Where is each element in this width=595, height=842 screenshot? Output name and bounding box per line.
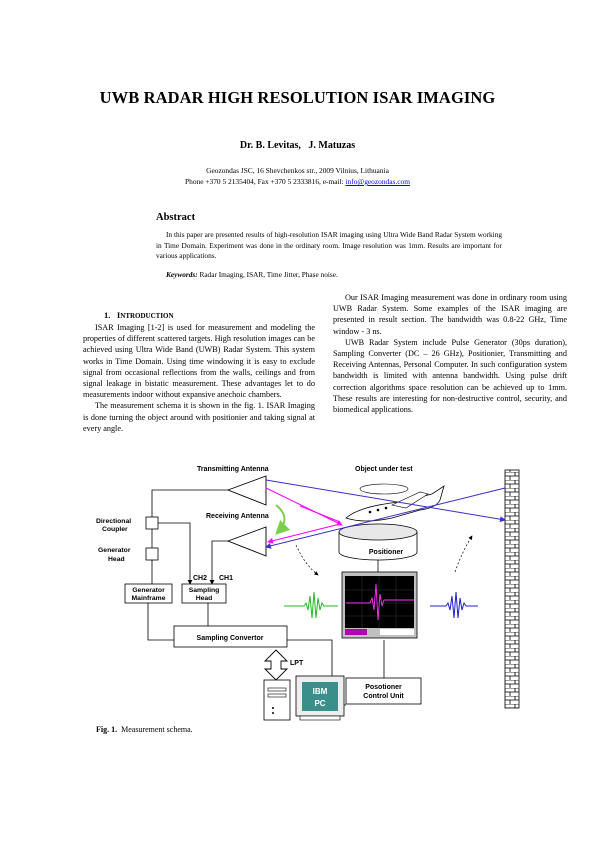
caption-text: Measurement schema. (121, 725, 193, 734)
paper-authors: Dr. B. Levitas, J. Matuzas (239, 140, 356, 151)
keywords: Keywords: Radar Imaging, ISAR, Time Jitt… (166, 270, 338, 279)
tx-antenna-icon (226, 475, 267, 506)
email-link[interactable]: info@geozondas.com (345, 177, 410, 186)
figure-caption: Fig. 1. Measurement schema. (96, 725, 193, 734)
pc-tower-icon (263, 679, 291, 721)
left-column: ISAR Imaging [1-2] is used for measureme… (83, 322, 315, 434)
incident-pulse-wave (284, 591, 338, 619)
directional-coupler-box (145, 516, 159, 530)
affiliation-address: Geozondas JSC, 16 Shevchenkos str., 2009… (206, 166, 389, 175)
right-paragraph-1: Our ISAR Imaging measurement was done in… (333, 293, 567, 336)
keywords-label: Keywords: (166, 270, 198, 279)
positioner-control-unit-box (345, 677, 422, 705)
generator-head-box (145, 547, 159, 561)
right-column: Our ISAR Imaging measurement was done in… (333, 292, 567, 415)
ch1-label: CH1 (219, 575, 233, 582)
tx-beam-line (265, 479, 506, 523)
lpt-arrow-icon (263, 649, 289, 681)
rx-antenna-label: Receiving Antenna (206, 513, 269, 520)
positioner-label: Positioner (369, 549, 404, 556)
brick-wall (504, 469, 520, 709)
generator-mainframe-box (124, 583, 173, 604)
lpt-label: LPT (290, 660, 304, 667)
abstract-text: In this paper are presented results of h… (156, 230, 502, 260)
tx-antenna-label: Transmitting Antenna (197, 466, 269, 473)
sampling-head-label-1: Sampling (189, 587, 220, 594)
sampling-head-label-2: Head (196, 595, 213, 602)
gen-head-label-2: Head (108, 556, 125, 563)
rotation-ellipse (359, 483, 409, 495)
paper-title: UWB RADAR HIGH RESOLUTION ISAR IMAGING (99, 88, 496, 107)
oscilloscope-trace (346, 583, 414, 621)
rx-antenna-icon (226, 526, 267, 557)
section-heading: 1. INTRODUCTION (104, 310, 174, 320)
section-title-rest: NTRODUCTION (120, 312, 174, 320)
pos-ctrl-label-2: Control Unit (363, 693, 404, 700)
pos-ctrl-label-1: Posotioner (365, 684, 402, 691)
gen-mainframe-label-1: Generator (132, 587, 165, 594)
right-paragraph-2: UWB Radar System include Pulse Generator… (333, 337, 567, 415)
affiliation-contact: Phone +370 5 2135404, Fax +370 5 2333816… (0, 176, 595, 187)
abstract-heading: Abstract (156, 212, 196, 223)
keywords-list: Radar Imaging, ISAR, Time Jitter, Phase … (199, 270, 338, 279)
sampling-head-box (181, 583, 227, 604)
rotation-arrow-icon (275, 504, 291, 535)
pc-label: PC (314, 699, 325, 708)
dir-coupler-label-2: Coupler (102, 526, 128, 533)
gen-head-label-1: Generator (98, 547, 131, 554)
left-paragraph-1: ISAR Imaging [1-2] is used for measureme… (83, 323, 315, 400)
dir-coupler-label-1: Directional (96, 518, 131, 525)
sampling-convertor-label: Sampling Convertor (197, 635, 264, 642)
reflected-pulse-wave (430, 591, 478, 619)
ch2-label: CH2 (193, 575, 207, 582)
ibm-label: IBM (313, 687, 328, 696)
section-number: 1. (104, 310, 111, 320)
section-initial: I (116, 310, 121, 320)
caption-label: Fig. 1. (96, 725, 118, 734)
gen-mainframe-label-2: Mainframe (132, 595, 166, 602)
object-label: Object under test (355, 466, 413, 473)
sampling-convertor-box (173, 625, 288, 648)
left-paragraph-2: The measurement schema it is shown in th… (83, 401, 315, 433)
affiliation: Geozondas JSC, 16 Shevchenkos str., 2009… (0, 165, 595, 187)
contact-phone-fax: Phone +370 5 2135404, Fax +370 5 2333816… (185, 177, 346, 186)
